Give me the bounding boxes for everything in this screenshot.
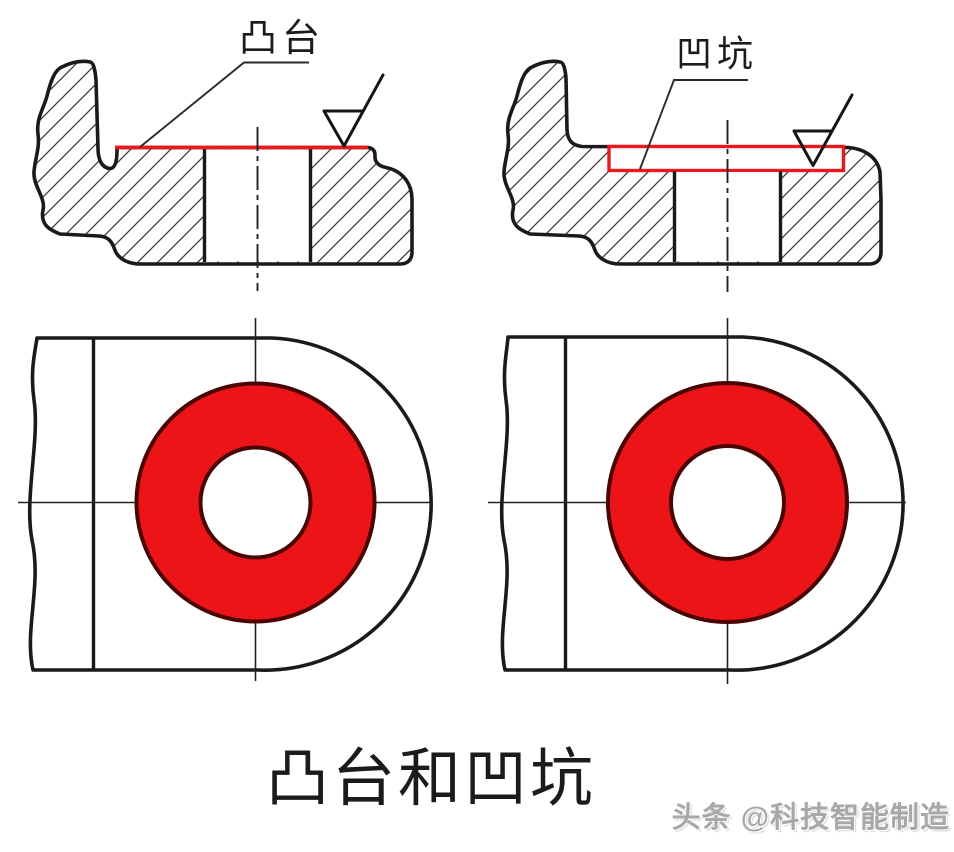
surface-finish-icon xyxy=(792,93,854,167)
figure-caption: 凸台和凹坑 xyxy=(266,744,596,814)
callout-label-pit: 凹坑 xyxy=(676,34,759,74)
plan-outline xyxy=(499,335,905,672)
section-view-boss xyxy=(32,59,414,291)
plan-view-pit xyxy=(488,318,906,684)
leader-line-pit xyxy=(639,79,748,170)
boss-ring-hole xyxy=(198,445,313,560)
callout-label-boss: 凸台 xyxy=(239,18,326,60)
plan-outline xyxy=(27,336,433,672)
watermark-text: 头条 @科技智能制造 xyxy=(671,802,950,834)
pit-ring-hole xyxy=(669,444,786,561)
leader-line-boss xyxy=(139,61,309,148)
plan-view-boss xyxy=(18,318,433,681)
surface-finish-icon xyxy=(322,73,385,148)
section-view-pit xyxy=(502,59,883,292)
